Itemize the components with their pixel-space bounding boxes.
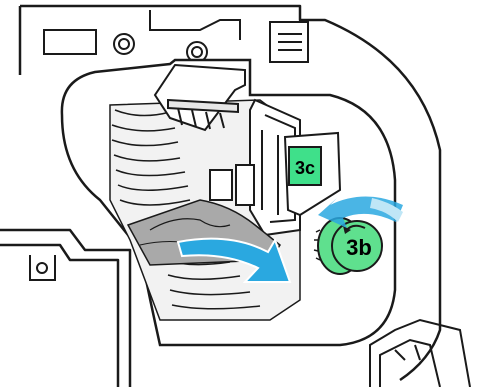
top-panel [44,10,308,62]
knob-3b-label: 3b [346,235,372,260]
lower-right-latch [370,320,470,387]
screw-icon [114,34,134,54]
label-plate [44,30,96,54]
lower-left-latch [30,255,55,280]
lever-3c-label: 3c [295,158,315,178]
knob-3b[interactable]: 3b [314,218,382,274]
